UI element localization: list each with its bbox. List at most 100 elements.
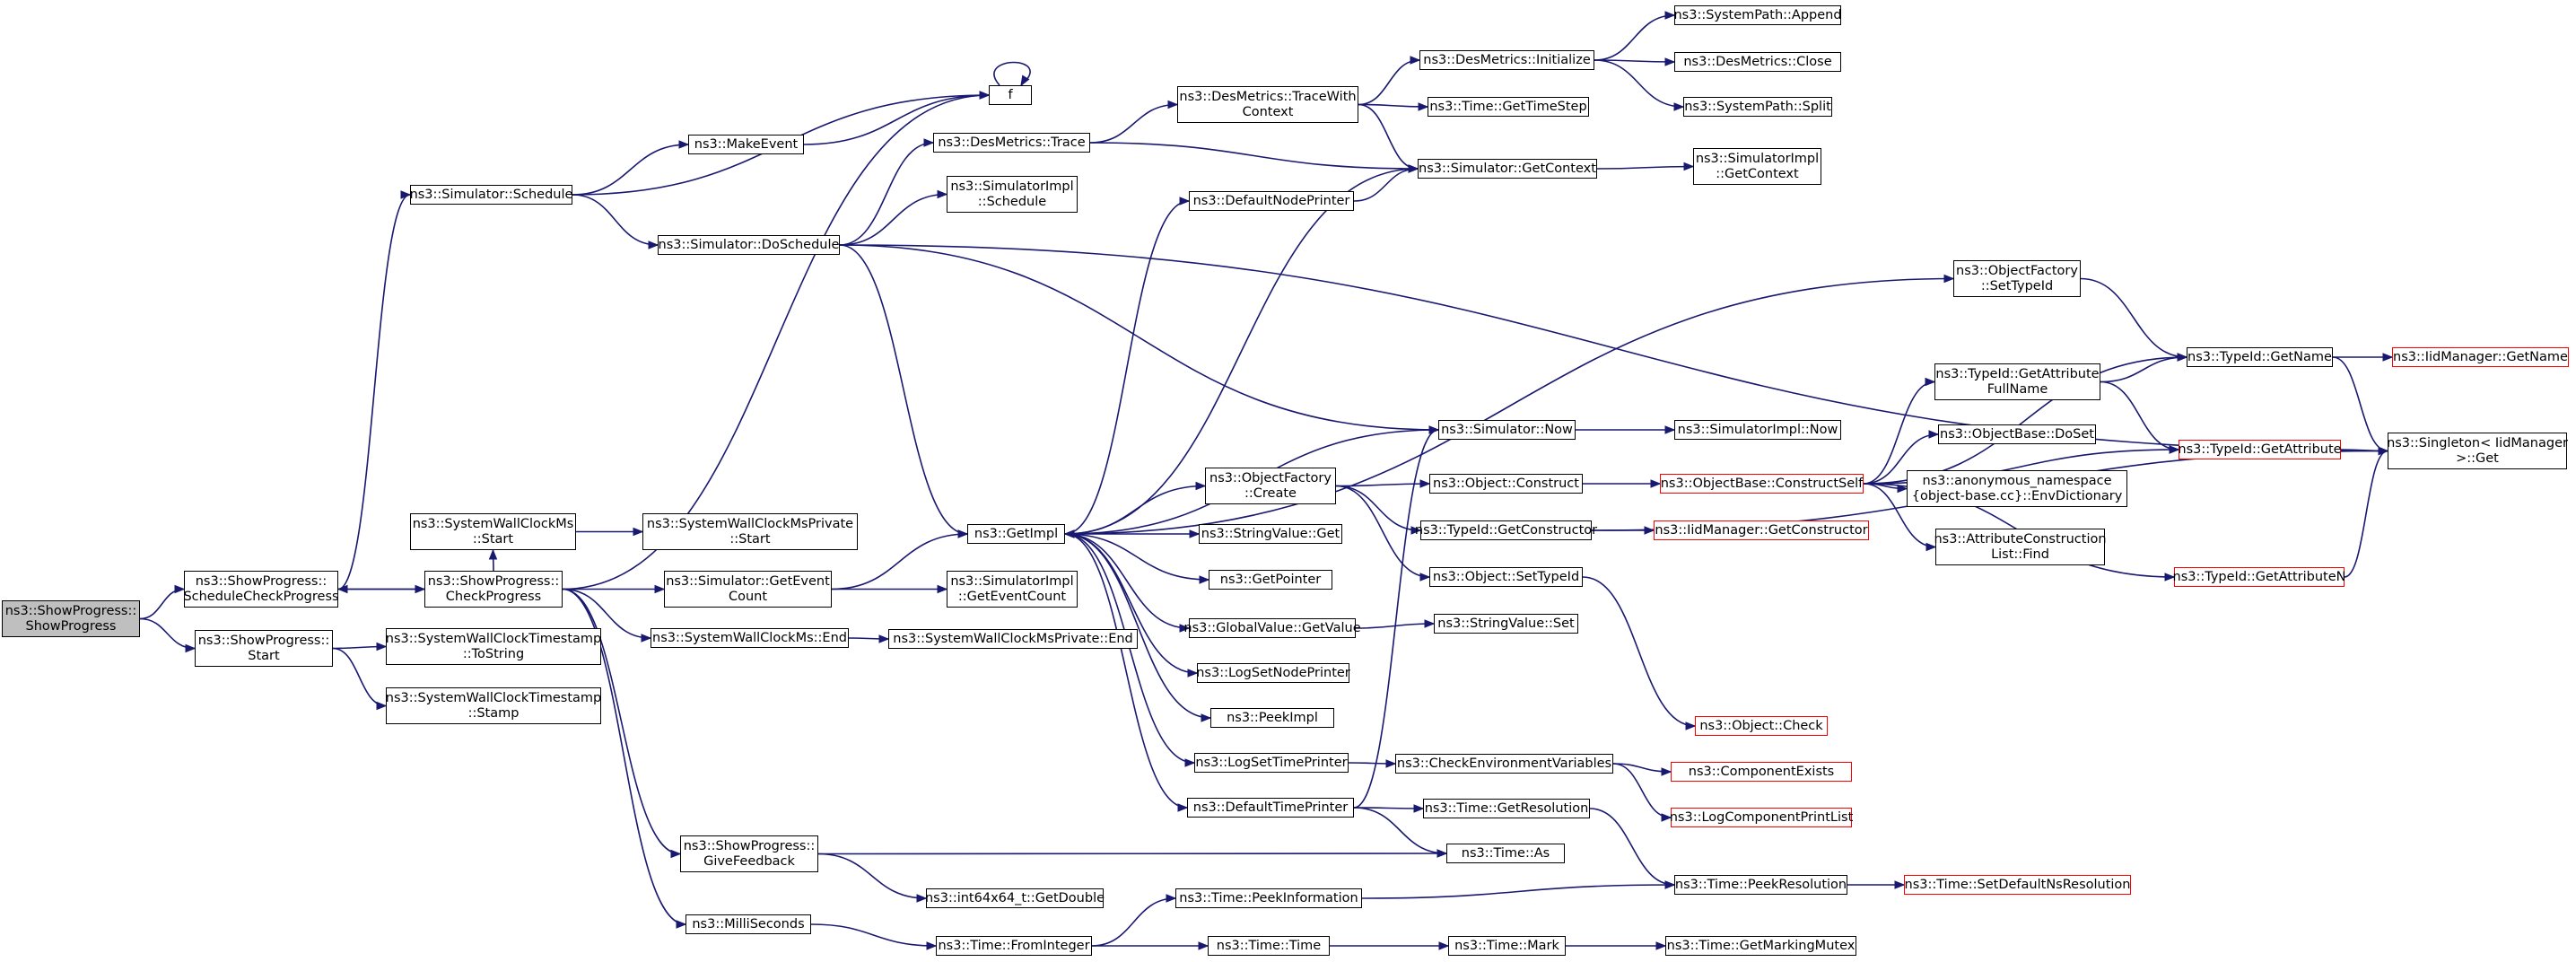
node-simimpl-getctx[interactable]: ns3::SimulatorImpl::GetContext — [1693, 148, 1821, 185]
node-stringvalue-get[interactable]: ns3::StringValue::Get — [1199, 524, 1342, 544]
node-singleton-get[interactable]: ns3::Singleton< IidManager>::Get — [2387, 433, 2568, 469]
node-wcms-start[interactable]: ns3::SystemWallClockMs::Start — [410, 513, 576, 550]
node-label: ns3::SystemWallClockMs — [412, 516, 574, 531]
node-default-node-printer[interactable]: ns3::DefaultNodePrinter — [1189, 191, 1354, 211]
node-check-env[interactable]: ns3::CheckEnvironmentVariables — [1395, 754, 1613, 774]
node-time-peekinfo[interactable]: ns3::Time::PeekInformation — [1175, 888, 1362, 908]
node-label: Count — [728, 589, 768, 604]
node-default-time-printer[interactable]: ns3::DefaultTimePrinter — [1187, 798, 1354, 818]
node-des-trace[interactable]: ns3::DesMetrics::Trace — [933, 133, 1090, 153]
edge-arrowhead — [1410, 56, 1421, 65]
node-of-create[interactable]: ns3::ObjectFactory::Create — [1205, 468, 1336, 504]
node-label: ns3::TypeId::GetName — [2187, 349, 2332, 364]
edge-ob-constructself-to-attrcons-find — [1863, 483, 1936, 548]
node-sp-split[interactable]: ns3::SystemPath::Split — [1683, 97, 1832, 117]
edge-arrowhead — [1179, 624, 1191, 633]
node-sim-getcontext[interactable]: ns3::Simulator::GetContext — [1418, 159, 1597, 179]
edge-get-impl-to-default-time-printer — [1064, 533, 1188, 809]
edge-arrowhead — [1438, 941, 1450, 950]
node-simimpl-gec[interactable]: ns3::SimulatorImpl::GetEventCount — [947, 571, 1078, 608]
node-gv-getvalue[interactable]: ns3::GlobalValue::GetValue — [1183, 618, 1361, 638]
node-time-getmarkmutex[interactable]: ns3::Time::GetMarkingMutex — [1665, 936, 1856, 956]
node-f[interactable]: f — [989, 85, 1032, 105]
node-sim-schedule[interactable]: ns3::Simulator::Schedule — [410, 185, 572, 205]
node-time-peekres[interactable]: ns3::Time::PeekResolution — [1674, 875, 1847, 895]
node-component-exists[interactable]: ns3::ComponentExists — [1671, 762, 1852, 782]
node-make-event[interactable]: ns3::MakeEvent — [688, 135, 804, 154]
node-tid-getattrn[interactable]: ns3::TypeId::GetAttributeN — [2172, 567, 2346, 587]
node-time-as[interactable]: ns3::Time::As — [1446, 844, 1565, 863]
edge-arrowhead — [1664, 880, 1676, 889]
node-wcts-stamp[interactable]: ns3::SystemWallClockTimestamp::Stamp — [386, 687, 601, 724]
node-sp-start[interactable]: ns3::ShowProgress::Start — [195, 630, 333, 667]
node-time-fromint[interactable]: ns3::Time::FromInteger — [936, 936, 1092, 956]
node-time-time[interactable]: ns3::Time::Time — [1208, 936, 1330, 956]
node-give-feedback[interactable]: ns3::ShowProgress::GiveFeedback — [680, 835, 818, 872]
node-sp-append[interactable]: ns3::SystemPath::Append — [1673, 5, 1842, 25]
edge-do-schedule-to-singleton-get — [839, 244, 2388, 452]
node-do-schedule[interactable]: ns3::Simulator::DoSchedule — [658, 235, 840, 255]
node-anon-envdict[interactable]: ns3::anonymous_namespace{object-base.cc}… — [1907, 470, 2127, 507]
edge-check-progress-to-give-feedback — [562, 588, 681, 855]
node-obj-check[interactable]: ns3::Object::Check — [1695, 716, 1828, 736]
node-des-init[interactable]: ns3::DesMetrics::Initialize — [1419, 50, 1594, 70]
node-simimpl-schedule[interactable]: ns3::SimulatorImpl::Schedule — [947, 176, 1078, 213]
edge-arrowhead — [1925, 377, 1936, 387]
edge-sim-schedule-to-make-event — [572, 144, 689, 196]
edge-arrowhead — [1198, 941, 1209, 950]
node-time-gettimestep[interactable]: ns3::Time::GetTimeStep — [1428, 97, 1589, 117]
node-label: ns3::ObjectFactory — [1956, 263, 2078, 278]
node-label: ScheduleCheckProgress — [183, 589, 339, 604]
node-milliseconds[interactable]: ns3::MilliSeconds — [685, 914, 811, 934]
node-time-setdefres[interactable]: ns3::Time::SetDefaultNsResolution — [1904, 875, 2131, 895]
node-tid-getattr[interactable]: ns3::TypeId::GetAttribute — [2178, 440, 2342, 459]
node-get-pointer[interactable]: ns3::GetPointer — [1209, 570, 1332, 590]
node-wcms-end[interactable]: ns3::SystemWallClockMs::End — [651, 628, 849, 648]
node-stringvalue-set[interactable]: ns3::StringValue::Set — [1434, 614, 1578, 634]
node-wcts-tostring[interactable]: ns3::SystemWallClockTimestamp::ToString — [386, 628, 601, 665]
node-obj-settypeid[interactable]: ns3::Object::SetTypeId — [1429, 567, 1583, 587]
node-des-close[interactable]: ns3::DesMetrics::Close — [1674, 52, 1841, 72]
node-wcmsp-start[interactable]: ns3::SystemWallClockMsPrivate::Start — [642, 513, 858, 550]
node-check-progress[interactable]: ns3::ShowProgress::CheckProgress — [424, 571, 563, 608]
node-get-impl[interactable]: ns3::GetImpl — [967, 524, 1065, 544]
node-tid-getname[interactable]: ns3::TypeId::GetName — [2187, 347, 2333, 367]
node-time-mark[interactable]: ns3::Time::Mark — [1448, 936, 1566, 956]
node-log-set-node[interactable]: ns3::LogSetNodePrinter — [1196, 663, 1350, 683]
edge-sim-schedule-to-do-schedule — [572, 194, 659, 246]
node-iid-getname[interactable]: ns3::IidManager::GetName — [2392, 347, 2569, 367]
node-simimpl-now[interactable]: ns3::SimulatorImpl::Now — [1674, 420, 1841, 440]
node-label: ns3::TypeId::GetAttributeN — [2172, 569, 2346, 584]
edge-get-event-count-to-get-impl — [831, 533, 968, 590]
node-label: ns3::DefaultTimePrinter — [1192, 800, 1349, 815]
node-label: ns3::DesMetrics::Trace — [938, 135, 1086, 150]
edge-arrowhead — [926, 941, 938, 950]
node-label: ns3::ShowProgress:: — [197, 633, 330, 648]
edge-milliseconds-to-time-fromint — [810, 923, 937, 947]
node-log-set-time[interactable]: ns3::LogSetTimePrinter — [1194, 753, 1349, 773]
node-i64-getdouble[interactable]: ns3::int64x64_t::GetDouble — [925, 888, 1105, 908]
node-label: ns3::SimulatorImpl::Now — [1677, 422, 1838, 437]
node-label: ns3::StringValue::Get — [1201, 526, 1340, 541]
node-time-getres[interactable]: ns3::Time::GetResolution — [1423, 799, 1590, 818]
node-sched-check[interactable]: ns3::ShowProgress::ScheduleCheckProgress — [183, 571, 339, 608]
node-ob-constructself[interactable]: ns3::ObjectBase::ConstructSelf — [1660, 474, 1864, 494]
node-ob-doset[interactable]: ns3::ObjectBase::DoSet — [1938, 424, 2096, 444]
node-obj-construct[interactable]: ns3::Object::Construct — [1429, 474, 1583, 494]
node-tid-getctor[interactable]: ns3::TypeId::GetConstructor — [1415, 520, 1597, 540]
edge-tid-getattrfullname-to-tid-getname — [2100, 356, 2187, 383]
node-label: ns3::PeekImpl — [1227, 710, 1318, 725]
node-log-comp-print[interactable]: ns3::LogComponentPrintList — [1670, 808, 1853, 827]
node-peek-impl[interactable]: ns3::PeekImpl — [1210, 708, 1334, 728]
node-wcmsp-end[interactable]: ns3::SystemWallClockMsPrivate::End — [888, 629, 1138, 649]
node-sim-now[interactable]: ns3::Simulator::Now — [1438, 420, 1576, 440]
node-root[interactable]: ns3::ShowProgress::ShowProgress — [2, 600, 140, 637]
node-label: ::Start — [472, 531, 514, 547]
node-of-settypeid[interactable]: ns3::ObjectFactory::SetTypeId — [1953, 260, 2081, 297]
node-iid-getctor[interactable]: ns3::IidManager::GetConstructor — [1654, 520, 1869, 540]
